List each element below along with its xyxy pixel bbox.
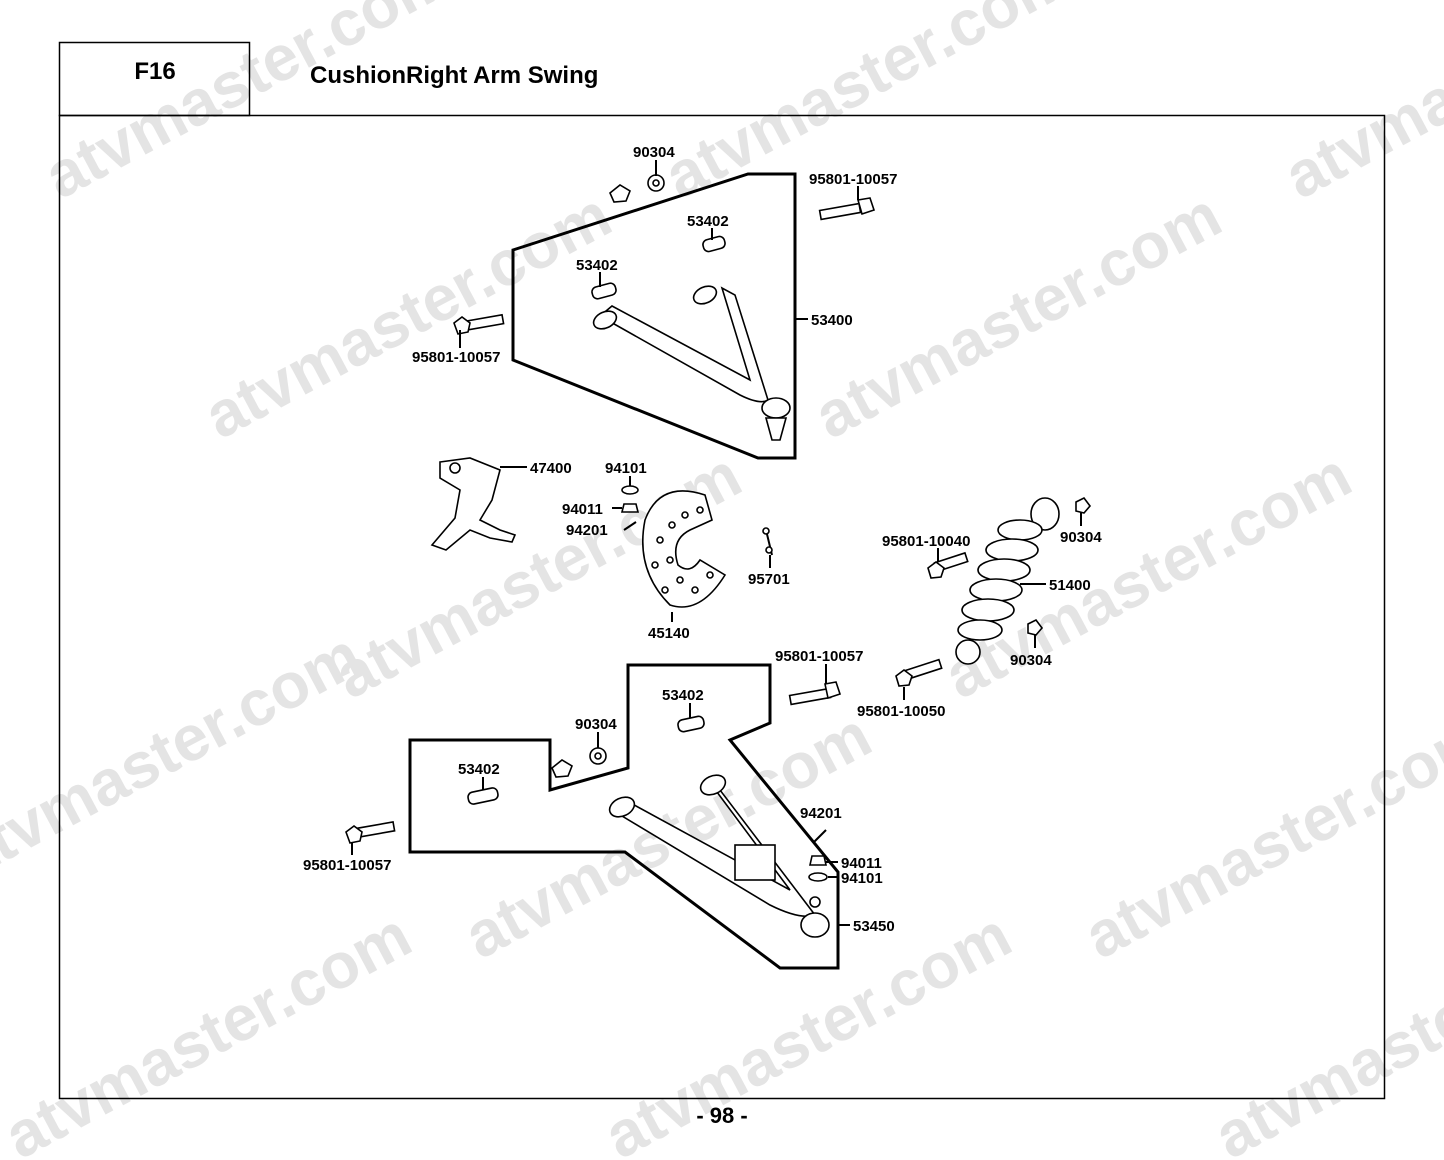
section-code: F16 — [134, 58, 176, 85]
label-53402: 53402 — [576, 257, 618, 274]
steering-knuckle-47400 — [430, 457, 517, 551]
pin-94201-top — [623, 521, 637, 531]
nut-90304-r1 — [1075, 496, 1092, 514]
label-53400: 53400 — [811, 312, 853, 329]
watermark: atvmaster.com — [33, 0, 463, 212]
watermark: atvmaster.com — [803, 178, 1233, 452]
lower-arm-kit-outline — [408, 663, 840, 970]
nut-94011-top — [620, 503, 640, 513]
section-code-box — [58, 41, 251, 117]
upper-a-arm — [592, 285, 791, 441]
diagram-border — [58, 114, 1386, 1100]
label-94201: 94201 — [800, 805, 842, 822]
bushing-53402-a — [702, 235, 726, 253]
bolt-95801-10057-bl — [345, 821, 396, 844]
leader-lines — [351, 160, 1082, 926]
label-90304: 90304 — [633, 144, 675, 161]
bushing-53402-b — [591, 282, 617, 300]
nut-94011-low — [809, 855, 827, 866]
part-labels: 90304 95801-10057 53402 53402 53400 9580… — [303, 144, 1102, 935]
label-95801-10050: 95801-10050 — [857, 703, 945, 720]
bushing-53402-d — [467, 787, 499, 805]
label-90304: 90304 — [1060, 529, 1102, 546]
label-53402: 53402 — [687, 213, 729, 230]
brake-disc-45140 — [642, 490, 727, 608]
bolt-95801-10040 — [927, 551, 969, 579]
label-95801-10057: 95801-10057 — [775, 648, 863, 665]
bolt-95701 — [762, 527, 773, 556]
watermark: atvmaster.com — [193, 178, 623, 452]
washer-94101-top — [621, 485, 639, 495]
label-94101: 94101 — [605, 460, 647, 477]
watermark: atvmaster.com — [1073, 698, 1444, 972]
label-90304: 90304 — [575, 716, 617, 733]
label-90304: 90304 — [1010, 652, 1052, 669]
shock-absorber-51400 — [955, 497, 1060, 665]
label-53402: 53402 — [458, 761, 500, 778]
bolt-95801-10057-m — [788, 681, 842, 706]
label-95801-10057: 95801-10057 — [809, 171, 897, 188]
label-95801-10040: 95801-10040 — [882, 533, 970, 550]
label-53450: 53450 — [853, 918, 895, 935]
nut-90304-top — [609, 174, 665, 203]
label-94101: 94101 — [841, 870, 883, 887]
label-53402: 53402 — [662, 687, 704, 704]
page-number: - 98 - — [696, 1103, 748, 1128]
upper-arm-kit-outline — [511, 172, 797, 460]
pin-94201-low — [813, 829, 827, 843]
bolt-95801-10057-tr — [818, 197, 876, 221]
watermark: atvmaster.com — [1273, 0, 1444, 212]
label-47400: 47400 — [530, 460, 572, 477]
bushing-53402-c — [677, 715, 705, 733]
page-title: CushionRight Arm Swing — [310, 62, 599, 89]
label-95801-10057: 95801-10057 — [303, 857, 391, 874]
bolt-95801-10057-l — [453, 313, 505, 335]
label-94201: 94201 — [566, 522, 608, 539]
bolt-95801-10050 — [895, 658, 943, 687]
washer-94101-low — [808, 872, 828, 882]
label-95701: 95701 — [748, 571, 790, 588]
label-95801-10057: 95801-10057 — [412, 349, 500, 366]
label-94011: 94011 — [841, 855, 882, 872]
watermark: atvmaster.com — [0, 618, 372, 892]
label-45140: 45140 — [648, 625, 690, 642]
nut-90304-r2 — [1027, 618, 1044, 636]
nut-90304-low — [551, 747, 607, 778]
label-94011: 94011 — [562, 501, 603, 518]
label-51400: 51400 — [1049, 577, 1091, 594]
lower-a-arm — [608, 774, 830, 938]
